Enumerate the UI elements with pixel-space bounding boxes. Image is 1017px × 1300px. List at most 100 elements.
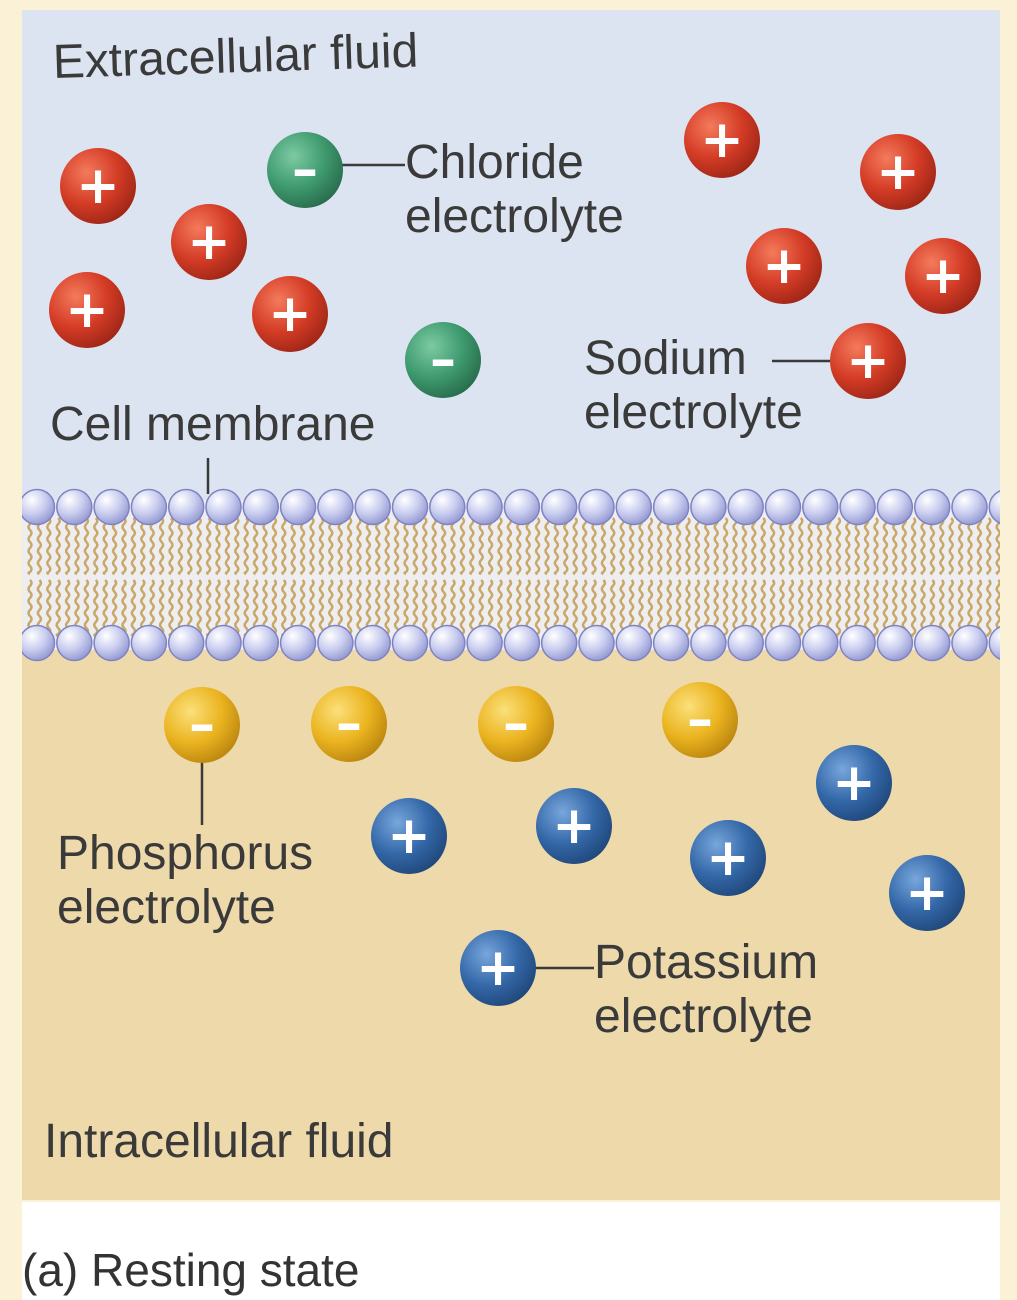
minus-sign: – — [189, 695, 215, 755]
phospholipid-head — [243, 626, 278, 661]
plus-sign: + — [832, 753, 876, 813]
minus-sign: – — [503, 694, 529, 754]
phospholipid-head — [355, 490, 390, 525]
plus-sign: + — [65, 280, 109, 340]
phosphorus-label-line2: electrolyte — [57, 881, 313, 935]
sodium-label: Sodium electrolyte — [584, 332, 803, 440]
phospholipid-head — [803, 626, 838, 661]
phospholipid-head — [243, 490, 278, 525]
phospholipid-head — [691, 626, 726, 661]
sodium-ion: + — [171, 204, 247, 280]
phospholipid-head — [579, 490, 614, 525]
potassium-ion: + — [690, 820, 766, 896]
sodium-label-line2: electrolyte — [584, 386, 803, 440]
phospholipid-head — [616, 626, 651, 661]
sodium-ion: + — [252, 276, 328, 352]
phospholipid-head — [467, 490, 502, 525]
plus-sign: + — [187, 212, 231, 272]
plus-sign: + — [706, 828, 750, 888]
phosphorus-ion: – — [662, 682, 738, 758]
phospholipid-head — [281, 626, 316, 661]
phospholipid-head — [131, 490, 166, 525]
phospholipid-head — [94, 490, 129, 525]
resting-state-figure: +++++++++––++++++–––– Extracellular flui… — [22, 10, 1000, 1300]
plus-sign: + — [876, 142, 920, 202]
plus-sign: + — [552, 796, 596, 856]
plus-sign: + — [387, 806, 431, 866]
phospholipid-head — [57, 490, 92, 525]
phosphorus-label-line1: Phosphorus — [57, 827, 313, 881]
phospholipid-head — [206, 490, 241, 525]
phospholipid-head — [877, 490, 912, 525]
potassium-ion: + — [816, 745, 892, 821]
plus-sign: + — [268, 284, 312, 344]
phospholipid-head — [206, 626, 241, 661]
phospholipid-head — [318, 626, 353, 661]
phospholipid-head — [504, 490, 539, 525]
phospholipid-head — [542, 490, 577, 525]
chloride-ion: – — [267, 132, 343, 208]
sodium-ion: + — [684, 102, 760, 178]
phospholipid-head — [952, 626, 987, 661]
phosphorus-ion: – — [478, 686, 554, 762]
potassium-label: Potassium electrolyte — [594, 936, 818, 1044]
phospholipid-head — [616, 490, 651, 525]
phospholipid-head — [318, 490, 353, 525]
minus-sign: – — [292, 140, 318, 200]
phospholipid-head — [877, 626, 912, 661]
phospholipid-head — [579, 626, 614, 661]
phospholipid-head — [430, 626, 465, 661]
phospholipid-head — [542, 626, 577, 661]
minus-sign: – — [687, 690, 713, 750]
caption-text: Resting state — [91, 1244, 359, 1296]
plus-sign: + — [762, 236, 806, 296]
potassium-ion: + — [889, 855, 965, 931]
intracellular-label: Intracellular fluid — [44, 1115, 394, 1169]
chloride-label: Chloride electrolyte — [405, 136, 624, 244]
phosphorus-ion: – — [311, 686, 387, 762]
plus-sign: + — [905, 863, 949, 923]
phospholipid-head — [22, 626, 55, 661]
minus-sign: – — [430, 330, 456, 390]
phospholipid-head — [430, 490, 465, 525]
plus-sign: + — [846, 331, 890, 391]
chloride-label-line1: Chloride — [405, 136, 624, 190]
minus-sign: – — [336, 694, 362, 754]
plus-sign: + — [700, 110, 744, 170]
potassium-label-line2: electrolyte — [594, 990, 818, 1044]
caption-panel: (a) — [22, 1244, 78, 1296]
potassium-label-line1: Potassium — [594, 936, 818, 990]
phospholipid-head — [840, 490, 875, 525]
phospholipid-head — [766, 626, 801, 661]
phospholipid-head — [728, 490, 763, 525]
sodium-ion: + — [905, 238, 981, 314]
phospholipid-head — [915, 490, 950, 525]
phospholipid-head — [803, 490, 838, 525]
phospholipid-head — [654, 490, 689, 525]
phosphorus-ion: – — [164, 687, 240, 763]
cell-membrane-label: Cell membrane — [50, 398, 375, 452]
potassium-ion: + — [536, 788, 612, 864]
extracellular-label: Extracellular fluid — [52, 25, 419, 90]
phospholipid-head — [504, 626, 539, 661]
phospholipid-head — [281, 490, 316, 525]
sodium-ion: + — [830, 323, 906, 399]
phospholipid-head — [169, 490, 204, 525]
sodium-ion: + — [746, 228, 822, 304]
phospholipid-head — [728, 626, 763, 661]
potassium-ion: + — [371, 798, 447, 874]
plus-sign: + — [76, 156, 120, 216]
sodium-ion: + — [60, 148, 136, 224]
phospholipid-head — [22, 490, 55, 525]
phospholipid-head — [467, 626, 502, 661]
potassium-ion: + — [460, 930, 536, 1006]
phospholipid-head — [355, 626, 390, 661]
phospholipid-head — [840, 626, 875, 661]
sodium-ion: + — [49, 272, 125, 348]
sodium-label-line1: Sodium — [584, 332, 803, 386]
chloride-label-line2: electrolyte — [405, 190, 624, 244]
phospholipid-head — [57, 626, 92, 661]
phospholipid-head — [169, 626, 204, 661]
phospholipid-head — [915, 626, 950, 661]
phospholipid-head — [393, 626, 428, 661]
